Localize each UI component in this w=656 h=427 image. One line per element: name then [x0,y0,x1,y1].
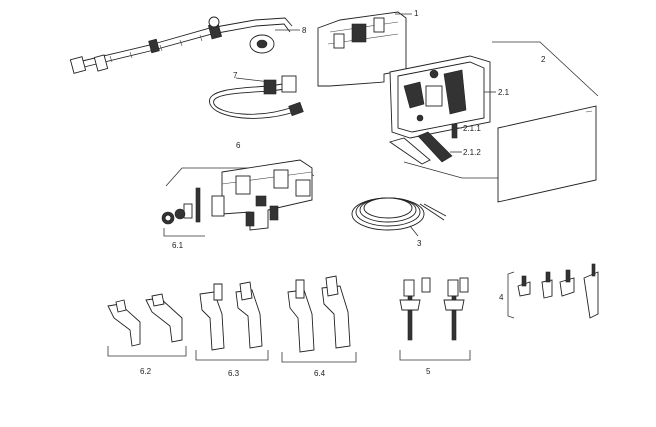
part-2-1-1-pin [451,123,462,139]
part-3-coiled-tube [351,197,447,237]
callout-6-4: 6.4 [314,369,326,378]
part-8-braided-hoses [69,16,300,74]
part-6-2-brackets [107,293,187,357]
part-2-cover-plate [403,41,599,203]
part-7-flexible-hose [209,75,304,119]
callout-6: 6 [236,141,241,150]
callout-4: 4 [499,293,504,302]
callout-2: 2 [541,55,546,64]
callout-2-1-2: 2.1.2 [463,148,481,157]
callout-2-1: 2.1 [498,88,510,97]
part-4-clips [507,263,599,319]
part-6-4-brackets [281,275,357,363]
callout-6-1: 6.1 [172,241,184,250]
callout-8: 8 [302,26,307,35]
part-5-rods [399,277,471,361]
callout-7: 7 [233,71,238,80]
callout-3: 3 [417,239,422,248]
callout-6-3: 6.3 [228,369,240,378]
callout-1: 1 [414,9,419,18]
part-6-valve-assembly [161,159,315,237]
part-1-mounting-frame [317,11,412,87]
callout-2-1-1: 2.1.1 [463,124,481,133]
part-2-1-2-levers [388,131,462,165]
part-6-3-brackets [195,281,269,361]
callout-6-2: 6.2 [140,367,152,376]
callout-5: 5 [426,367,431,376]
part-2-1-actuator-mechanism [389,55,496,139]
